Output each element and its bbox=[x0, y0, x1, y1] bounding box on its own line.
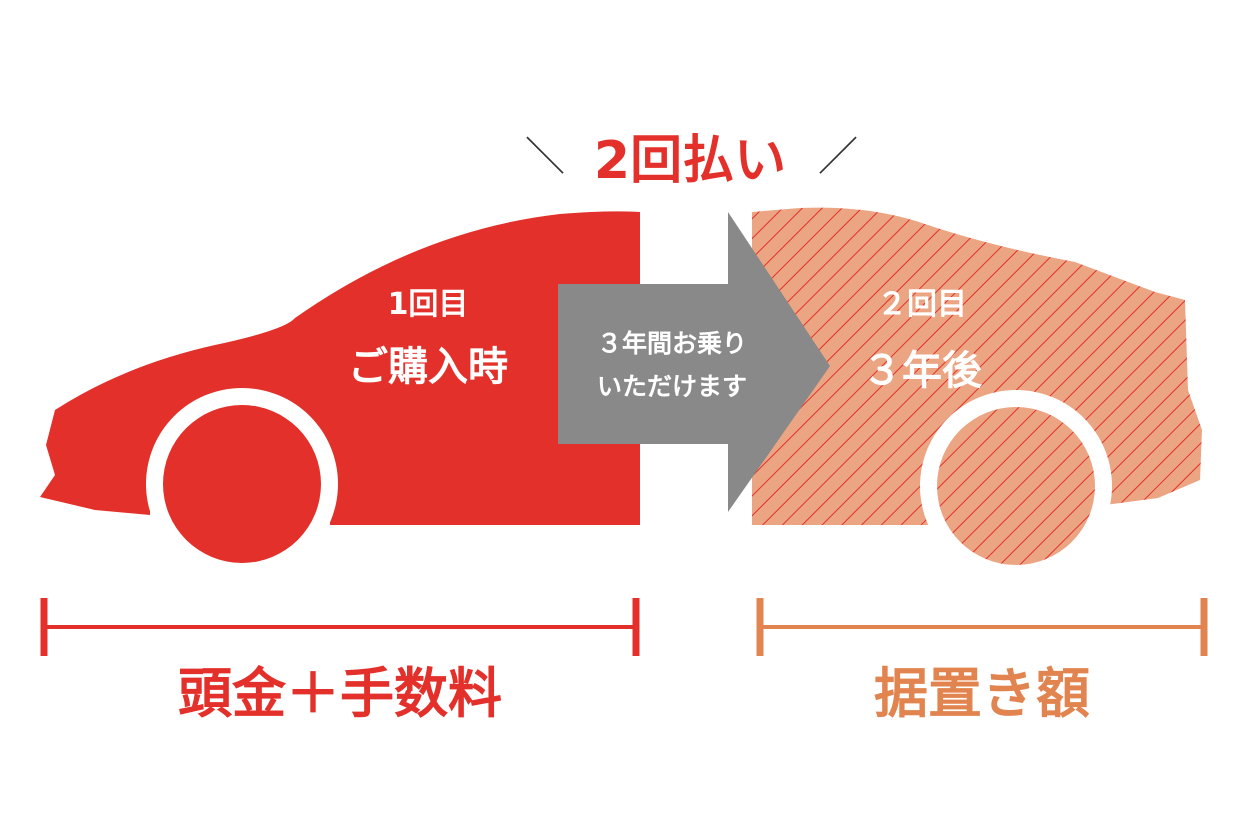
transition-arrow bbox=[558, 212, 830, 512]
second-payment-bracket bbox=[756, 598, 1208, 656]
heading-title: 2回払い bbox=[594, 131, 786, 191]
car-front-silhouette bbox=[40, 211, 640, 526]
front-wheel bbox=[163, 405, 321, 563]
first-payment-timing: ご購入時 bbox=[348, 344, 508, 390]
first-payment-bracket bbox=[40, 598, 640, 656]
deferred-amount-label: 据置き額 bbox=[874, 662, 1090, 725]
heading-right-mark: ／ bbox=[818, 134, 858, 180]
transition-text-line2: いただけます bbox=[597, 372, 747, 401]
second-payment-label: ２回目 bbox=[877, 287, 967, 322]
first-payment-label: 1回目 bbox=[388, 287, 469, 322]
down-payment-fee-label: 頭金＋手数料 bbox=[178, 662, 502, 725]
rear-wheel bbox=[937, 407, 1095, 565]
second-payment-timing: ３年後 bbox=[862, 348, 983, 394]
transition-text-line1: ３年間お乗り bbox=[597, 329, 747, 358]
heading-left-mark: ＼ bbox=[525, 134, 565, 180]
